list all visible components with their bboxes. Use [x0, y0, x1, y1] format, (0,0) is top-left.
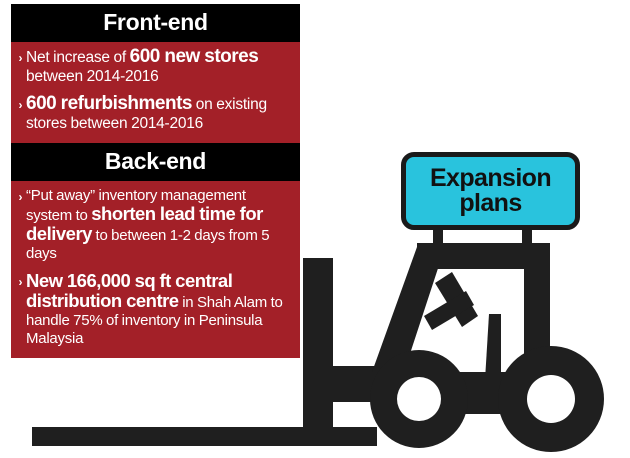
chevron-right-icon: ›	[18, 98, 23, 112]
sign-line-2: plans	[459, 189, 522, 217]
forklift-front-wheel	[370, 350, 468, 448]
info-panel: Front-end › Net increase of 600 new stor…	[11, 4, 300, 429]
expansion-plans-sign: Expansion plans	[401, 152, 580, 230]
list-item: › 600 refurbishments on existing stores …	[15, 93, 290, 133]
bullet-text: New 166,000 sq ft central distribution c…	[26, 270, 283, 347]
chevron-right-icon: ›	[18, 190, 23, 204]
section-header-front-end: Front-end	[11, 4, 300, 42]
list-item: › New 166,000 sq ft central distribution…	[15, 270, 290, 348]
bullet-text: 600 refurbishments on existing stores be…	[26, 93, 267, 132]
section-body-back-end: › “Put away” inventory management system…	[11, 181, 300, 358]
bullet-text: “Put away” inventory management system t…	[26, 187, 270, 262]
section-body-front-end: › Net increase of 600 new stores between…	[11, 42, 300, 143]
chevron-right-icon: ›	[18, 275, 23, 289]
sign-line-1: Expansion	[429, 164, 552, 192]
section-header-back-end: Back-end	[11, 143, 300, 181]
chevron-right-icon: ›	[18, 51, 23, 65]
forklift-rear-wheel	[498, 346, 604, 452]
list-item: › “Put away” inventory management system…	[15, 187, 290, 263]
sign-board: Expansion plans	[401, 152, 580, 230]
bullet-text: Net increase of 600 new stores between 2…	[26, 46, 259, 85]
list-item: › Net increase of 600 new stores between…	[15, 46, 290, 86]
